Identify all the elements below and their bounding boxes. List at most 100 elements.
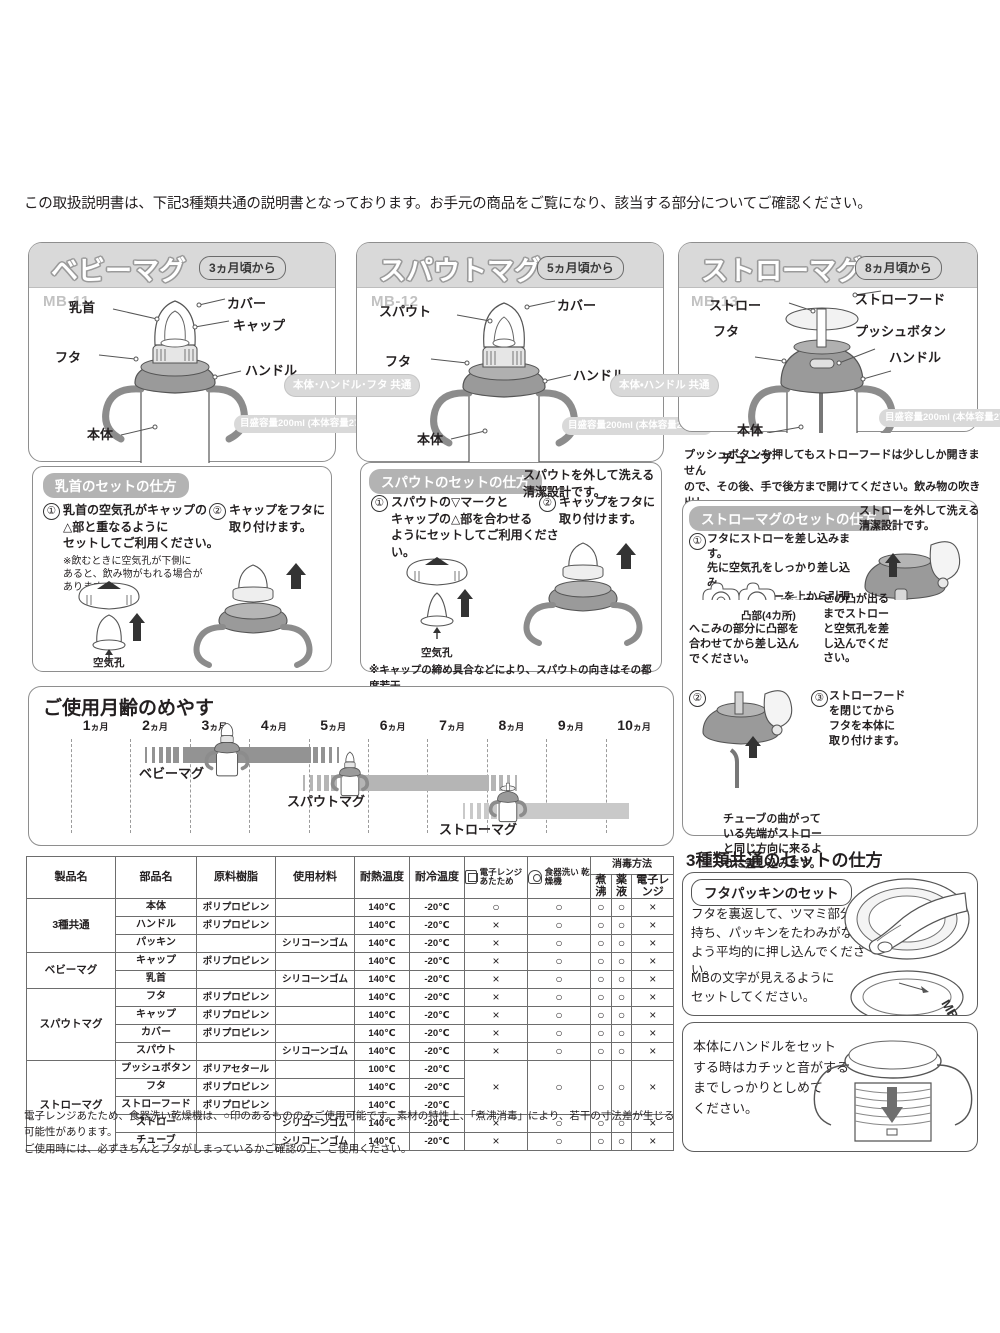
- straw-mug-illustration: [748, 290, 896, 433]
- th-product: 製品名: [26, 855, 116, 900]
- cell-heat: 140℃: [354, 1024, 410, 1044]
- spec-table-wrap: 製品名 部品名 原料樹脂 使用材料 耐熱温度 耐冷温度 電子レンジ あたため: [26, 855, 674, 1152]
- cell-chem: ○: [610, 916, 633, 936]
- cell-material: シリコーンゴム: [275, 970, 355, 990]
- th-microwave: 電子レンジ あたため: [464, 855, 528, 900]
- cell-cold: -20℃: [409, 988, 465, 1008]
- cell-heat: 140℃: [354, 916, 410, 936]
- panel-title-straw: ストローマグ: [701, 256, 863, 286]
- dishwasher-icon: [528, 870, 542, 885]
- cell-chem: ○: [610, 1024, 633, 1044]
- cell-mws: ×: [631, 1132, 674, 1152]
- straw-step1-side-note: この凸が出る までストロー と空気孔を差 し込んでくだ さい。: [823, 593, 889, 665]
- model-number-straw: MB-13: [691, 293, 739, 310]
- cell-product: 3種共通: [26, 898, 116, 954]
- spout-air-hole-label: 空気孔: [421, 647, 453, 659]
- cell-resin: [196, 934, 276, 954]
- timeline-tick-1: [71, 739, 72, 833]
- straw-step1-number: ①: [689, 533, 706, 550]
- common-set-box-handle: 本体にハンドルをセット する時はカチッと音がする までしっかりとしめて ください…: [682, 1022, 978, 1152]
- packing-set-text: フタを裏返して、ツマミ部分を 持ち、パッキンをたわみがない よう平均的に押し込ん…: [691, 907, 866, 978]
- baby-air-hole-label: 空気孔: [93, 657, 125, 669]
- label-baby-lid: フタ: [55, 350, 82, 365]
- timeline-month-7: 7ヵ月: [439, 717, 465, 733]
- baby-step2-text: キャップをフタに 取り付けます。: [229, 503, 326, 534]
- spec-table: 製品名 部品名 原料樹脂 使用材料 耐熱温度 耐冷温度 電子レンジ あたため: [26, 855, 674, 1152]
- baby-step1-text: 乳首の空気孔がキャップの △部と重なるように セットしてご利用ください。: [63, 503, 219, 551]
- cell-mw: ×: [464, 952, 528, 972]
- cell-material: [275, 1024, 355, 1044]
- cell-material: [275, 1060, 355, 1080]
- cell-boil: ○: [590, 988, 612, 1008]
- spout-step1-number: ①: [371, 495, 388, 512]
- th-heat: 耐熱温度: [354, 855, 410, 900]
- label-spout-spout: スパウト: [379, 304, 432, 319]
- cell-chem: ○: [610, 1006, 633, 1026]
- th-cold: 耐冷温度: [409, 855, 465, 900]
- cell-resin: [196, 1042, 276, 1062]
- label-straw-tube: チューブ: [721, 451, 773, 466]
- timeline-bar-label: ストローマグ: [439, 822, 518, 837]
- cell-boil: ○: [590, 1006, 612, 1026]
- cell-mw: ○: [464, 898, 528, 918]
- cell-cold: -20℃: [409, 934, 465, 954]
- cell-mws: ×: [631, 898, 674, 918]
- cell-cold: -20℃: [409, 952, 465, 972]
- straw-step1-note: へこみの部分に凸部を 合わせてから差し込ん でください。: [689, 623, 799, 665]
- panel-title-spout: スパウトマグ: [379, 256, 541, 286]
- cell-mws: ×: [631, 1042, 674, 1062]
- cell-heat: 140℃: [354, 1006, 410, 1026]
- cell-part: カバー: [115, 1024, 197, 1044]
- cell-product: ストローマグ: [26, 1060, 116, 1152]
- intro-text: この取扱説明書は、下記3種類共通の説明書となっております。お手元の商品をご覧にな…: [24, 196, 872, 212]
- cell-mws: ×: [631, 1060, 674, 1116]
- cell-cold: -20℃: [409, 1006, 465, 1026]
- common-set-title: 3種類共通のセットの仕方: [686, 851, 883, 870]
- cell-mws: ×: [631, 1006, 674, 1026]
- cell-dw: ○: [527, 1024, 591, 1044]
- cell-part: ハンドル: [115, 916, 197, 936]
- straw-step3-number: ③: [811, 690, 828, 707]
- cell-material: [275, 952, 355, 972]
- cell-heat: 140℃: [354, 1132, 410, 1152]
- cell-cold: -20℃: [409, 1060, 465, 1080]
- cell-cold: -20℃: [409, 1042, 465, 1062]
- th-sterilize: 消毒方法: [590, 856, 674, 875]
- cell-heat: 140℃: [354, 952, 410, 972]
- cell-boil: ○: [590, 1024, 612, 1044]
- cell-resin: [196, 970, 276, 990]
- straw-clean-note: ストローを外して洗える 清潔設計です。: [859, 505, 980, 533]
- baby-mug-illustration: [98, 298, 248, 463]
- cell-heat: 100℃: [354, 1060, 410, 1080]
- cell-mw: ×: [464, 916, 528, 936]
- timeline-month-2: 2ヵ月: [142, 717, 168, 733]
- packing-illustration: MB: [844, 878, 970, 1015]
- cell-cold: -20℃: [409, 1078, 465, 1098]
- cell-part: 本体: [115, 898, 197, 918]
- common-badge-1: 本体･ハンドル･フタ 共通: [284, 374, 421, 398]
- cell-boil: ○: [590, 934, 612, 954]
- th-mw-sterilize: 電子レンジ: [631, 873, 674, 900]
- baby-setup-pill: 乳首のセットの仕方: [43, 473, 189, 498]
- cell-part: パッキン: [115, 934, 197, 954]
- th-dishwasher-label: 食器洗い 乾燥機: [544, 866, 590, 887]
- timeline-tick-3: [189, 739, 191, 833]
- label-baby-nipple: 乳首: [69, 300, 96, 315]
- timeline-tick-9: [546, 739, 548, 833]
- age-pill-baby: 3ヵ月頃から: [199, 256, 286, 280]
- cell-resin: ポリプロピレン: [196, 988, 276, 1008]
- microwave-icon: [465, 870, 478, 885]
- capacity-note-spout: 目盛容量200ml (本体容量270ml): [562, 417, 713, 435]
- cell-mws: ×: [631, 916, 674, 936]
- cell-product: スパウトマグ: [26, 988, 116, 1062]
- spout-setup-pill: スパウトのセットの仕方: [369, 469, 542, 494]
- straw-convex-label: 凸部(4カ所): [741, 610, 796, 622]
